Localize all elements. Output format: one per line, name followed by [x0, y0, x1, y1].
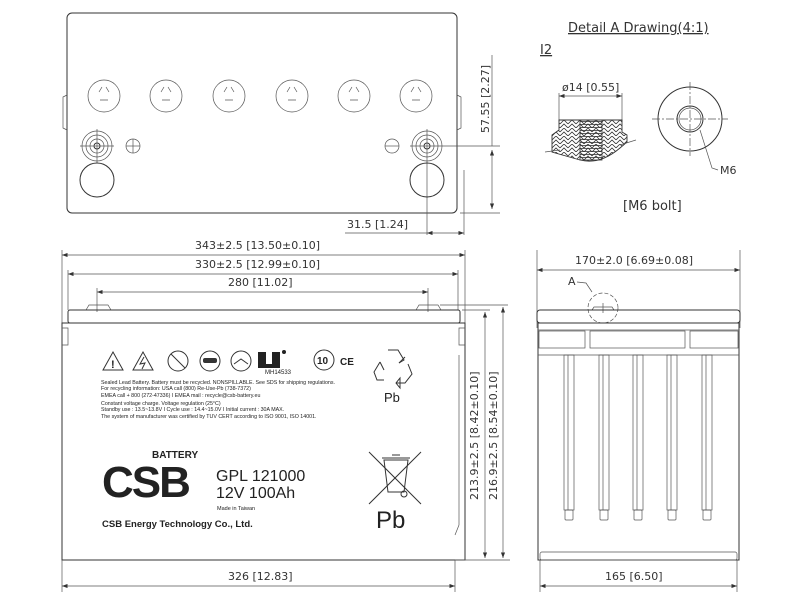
battery-label: ! MH14533 10 CE Pb Sealed Lead Battery. …	[101, 349, 422, 534]
side-width-dim: 170±2.0 [6.69±0.08]	[575, 254, 693, 267]
label-line: EMEA call + 800 (272-47336) I EMEA mail …	[101, 393, 260, 399]
origin: Made in Taiwan	[217, 506, 255, 512]
side-bottom-dim: 165 [6.50]	[605, 570, 663, 583]
label-line: Sealed Lead Battery. Battery must be rec…	[101, 380, 335, 386]
detail-diameter-dim: ø14 [0.55]	[562, 81, 619, 94]
bottom-length-dim: 326 [12.83]	[228, 570, 293, 583]
label-line: The system of manufacturer was certified…	[101, 414, 317, 420]
overall-length-dim: 343±2.5 [13.50±0.10]	[195, 239, 320, 252]
positive-terminal	[410, 129, 500, 235]
total-height-dim: 216.9±2.5 [8.54±0.10]	[487, 372, 500, 500]
thread-label: M6	[720, 164, 737, 177]
read-manual-icon	[230, 350, 252, 372]
svg-text:10: 10	[317, 356, 329, 367]
logo-sub: BATTERY	[152, 450, 198, 461]
side-view: 170±2.0 [6.69±0.08] A 165 [6.50]	[536, 250, 741, 592]
detail-caption: [M6 bolt]	[623, 199, 682, 214]
bolt-top-view	[652, 82, 728, 171]
ce-mark: CE	[340, 357, 354, 368]
side-ribs	[563, 354, 713, 521]
label-line: Constant voltage charge. Voltage regulat…	[101, 401, 221, 407]
negative-terminal	[80, 129, 114, 163]
lid-length-dim: 330±2.5 [12.99±0.10]	[195, 258, 320, 271]
plus-symbol-icon	[125, 138, 141, 154]
warning-icon: !	[102, 350, 124, 371]
rating: 12V 100Ah	[216, 485, 295, 502]
top-offset-dim: 31.5 [1.24]	[347, 218, 408, 231]
top-height-dim: 57.55 [2.27]	[479, 65, 492, 133]
cell-caps	[87, 79, 433, 113]
body-height-dim: 213.9±2.5 [8.42±0.10]	[468, 372, 481, 500]
label-line: Standby use : 13.5~13.8V I Cycle use : 1…	[101, 407, 284, 413]
handle-hole-left	[79, 162, 115, 198]
rib	[563, 354, 575, 521]
cell-cap	[399, 79, 433, 113]
cell-cap	[87, 79, 121, 113]
bin-pb: Pb	[376, 507, 405, 534]
recycle-pb: Pb	[384, 390, 400, 405]
detail-view-id: I2	[540, 43, 552, 58]
company-name: CSB Energy Technology Co., Ltd.	[102, 519, 253, 530]
detail-a: Detail A Drawing(4:1) I2 ø14 [0.55] M6 […	[540, 21, 737, 214]
csb-logo: CSB	[102, 458, 189, 507]
cert-code: MH14533	[265, 370, 292, 376]
ten-year-icon: 10	[313, 349, 335, 371]
cell-cap	[212, 79, 246, 113]
detail-marker: A	[568, 275, 576, 288]
handle-hole-right	[409, 162, 445, 198]
top-view: 57.55 [2.27] 31.5 [1.24]	[62, 12, 500, 236]
model-number: GPL 121000	[216, 468, 305, 485]
label-line: For recycling information: USA call (800…	[101, 386, 251, 392]
no-fire-icon	[167, 350, 189, 372]
recycle-icon	[373, 349, 413, 390]
cell-cap	[149, 79, 183, 113]
body-outline	[61, 322, 466, 561]
crossed-bin-icon	[368, 451, 422, 505]
rib	[666, 354, 678, 521]
electric-hazard-icon	[132, 350, 154, 371]
top-view-outline	[66, 12, 458, 214]
thread-section	[579, 119, 603, 161]
rib	[632, 354, 644, 521]
rib	[598, 354, 610, 521]
cell-cap	[275, 79, 309, 113]
svg-text:!: !	[111, 359, 115, 371]
ul-mark-icon	[258, 350, 286, 368]
rib	[701, 354, 713, 521]
side-lid	[536, 309, 741, 324]
front-view: 343±2.5 [13.50±0.10] 330±2.5 [12.99±0.10…	[61, 239, 510, 592]
terminal-spacing-dim: 280 [11.02]	[228, 276, 293, 289]
lid-outline	[67, 309, 461, 324]
minus-symbol-icon	[384, 138, 400, 154]
eye-protection-icon	[199, 350, 221, 372]
cell-cap	[337, 79, 371, 113]
detail-title: Detail A Drawing(4:1)	[568, 21, 709, 36]
